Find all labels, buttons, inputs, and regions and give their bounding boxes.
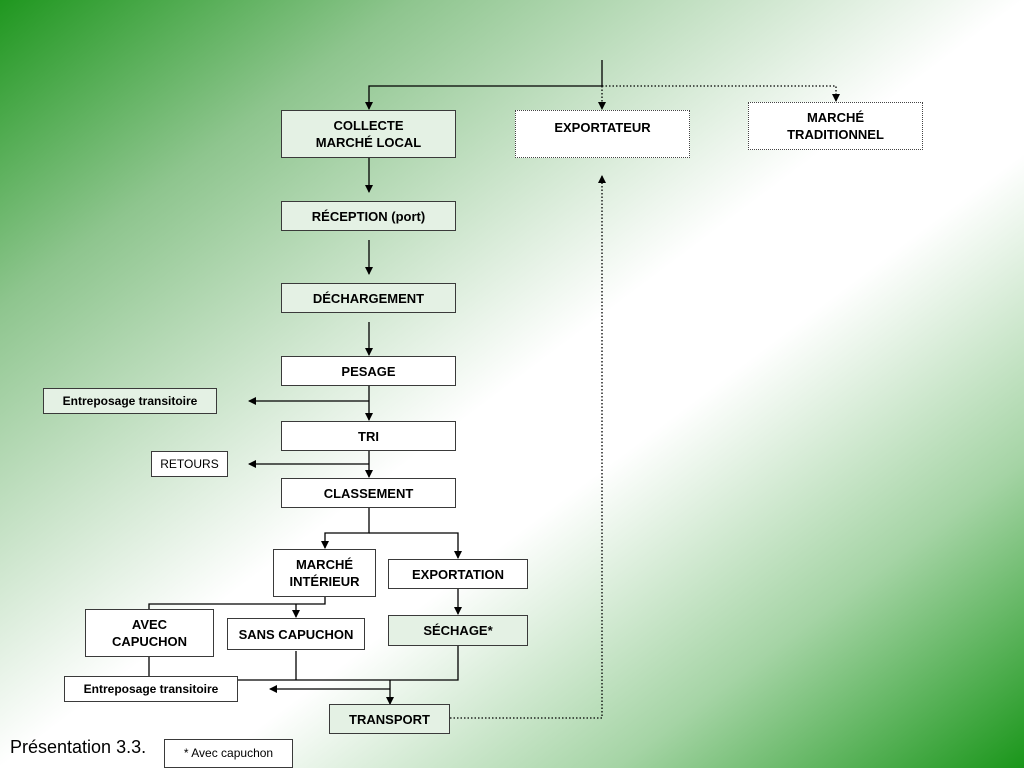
caption-presentation: Présentation 3.3. (10, 737, 147, 757)
box-classement: CLASSEMENT (281, 478, 456, 508)
box-marche-traditionnel: MARCHÉ TRADITIONNEL (748, 102, 923, 150)
box-exportateur: EXPORTATEUR (515, 110, 690, 158)
box-sans-capuchon: SANS CAPUCHON (227, 618, 365, 650)
box-entreposage-2: Entreposage transitoire (64, 676, 238, 702)
connector-to-marche-traditionnel (602, 85, 840, 102)
box-transport: TRANSPORT (329, 704, 450, 734)
box-pesage: PESAGE (281, 356, 456, 386)
box-avec-capuchon: AVEC CAPUCHON (85, 609, 214, 657)
connector-transport-exportateur (450, 175, 606, 719)
connector-sechage-down (390, 646, 459, 681)
connector-to-collecte (365, 85, 602, 110)
box-retours: RETOURS (151, 451, 228, 477)
box-collecte: COLLECTE MARCHÉ LOCAL (281, 110, 456, 158)
connector-to-exportation (369, 532, 462, 559)
footnote-box: * Avec capuchon (164, 739, 293, 768)
box-entreposage-1: Entreposage transitoire (43, 388, 217, 414)
box-tri: TRI (281, 421, 456, 451)
connector-classement-split (321, 508, 370, 549)
box-exportation: EXPORTATION (388, 559, 528, 589)
box-reception: RÉCEPTION (port) (281, 201, 456, 231)
box-sechage: SÉCHAGE* (388, 615, 528, 646)
box-dechargement: DÉCHARGEMENT (281, 283, 456, 313)
box-marche-interieur: MARCHÉ INTÉRIEUR (273, 549, 376, 597)
